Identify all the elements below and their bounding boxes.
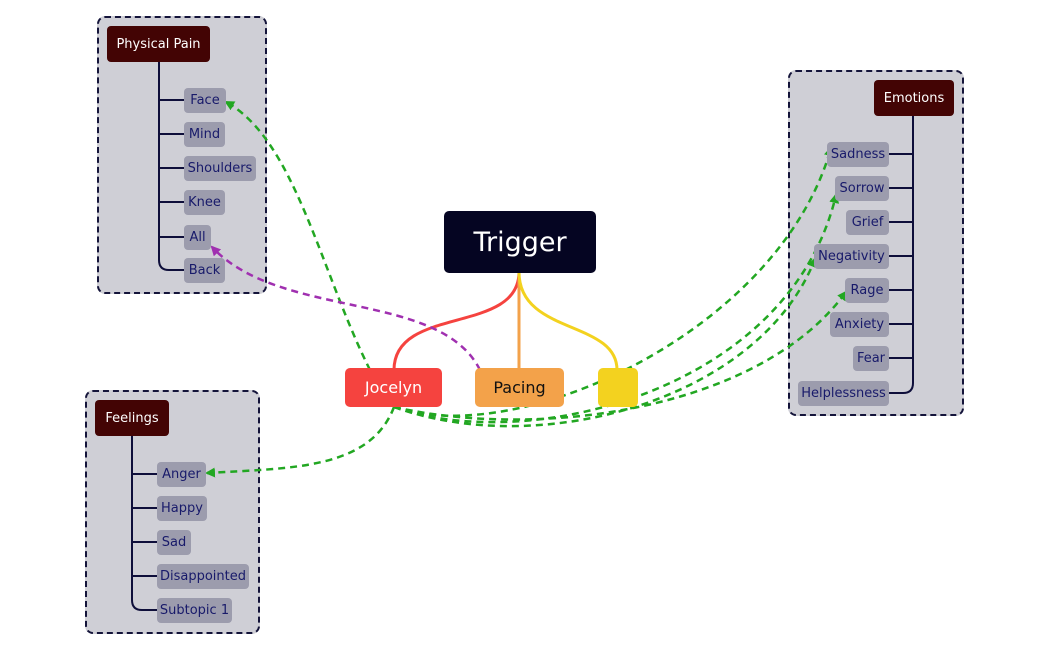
branch-unnamed[interactable] bbox=[598, 368, 638, 407]
subtopic-mind[interactable]: Mind bbox=[184, 122, 225, 147]
subtopic-rage[interactable]: Rage bbox=[845, 278, 889, 303]
subtopic-shoulders[interactable]: Shoulders bbox=[184, 156, 256, 181]
relationship-arrow-face[interactable] bbox=[224, 100, 372, 371]
topic-physical-pain[interactable]: Physical Pain bbox=[107, 26, 210, 62]
subtopic-all[interactable]: All bbox=[184, 225, 211, 250]
subtopic-sad[interactable]: Sad bbox=[157, 530, 191, 555]
branch-pacing[interactable]: Pacing bbox=[475, 368, 564, 407]
subtopic-knee[interactable]: Knee bbox=[184, 190, 225, 215]
subtopic-negativity[interactable]: Negativity bbox=[814, 244, 889, 269]
branch-jocelyn[interactable]: Jocelyn bbox=[345, 368, 442, 407]
physical-pain-connectors bbox=[158, 62, 184, 271]
subtopic-sadness[interactable]: Sadness bbox=[827, 142, 889, 167]
relationship-arrow-sorrow[interactable] bbox=[393, 193, 840, 424]
subtopic-sorrow[interactable]: Sorrow bbox=[835, 176, 889, 201]
subtopic-disappointed[interactable]: Disappointed bbox=[157, 564, 249, 589]
branch-line-unnamed bbox=[517, 271, 619, 371]
topic-feelings[interactable]: Feelings bbox=[95, 400, 169, 436]
subtopic-fear[interactable]: Fear bbox=[853, 346, 889, 371]
emotions-connectors bbox=[888, 116, 914, 394]
subtopic-happy[interactable]: Happy bbox=[157, 496, 207, 521]
relationship-arrow-rage[interactable] bbox=[393, 290, 848, 421]
relationship-arrow-negativity[interactable] bbox=[393, 257, 817, 428]
branch-line-jocelyn bbox=[392, 271, 521, 371]
feelings-connectors bbox=[131, 436, 157, 611]
topic-emotions[interactable]: Emotions bbox=[874, 80, 954, 116]
subtopic-subtopic-1[interactable]: Subtopic 1 bbox=[157, 598, 232, 623]
subtopic-helplessness[interactable]: Helplessness bbox=[798, 381, 889, 406]
subtopic-back[interactable]: Back bbox=[184, 258, 225, 283]
group-physical-pain bbox=[97, 16, 267, 294]
subtopic-grief[interactable]: Grief bbox=[846, 210, 889, 235]
subtopic-anxiety[interactable]: Anxiety bbox=[830, 312, 889, 337]
group-emotions bbox=[788, 70, 964, 416]
subtopic-anger[interactable]: Anger bbox=[157, 462, 206, 487]
subtopic-face[interactable]: Face bbox=[184, 88, 226, 113]
central-topic-trigger[interactable]: Trigger bbox=[444, 211, 596, 273]
